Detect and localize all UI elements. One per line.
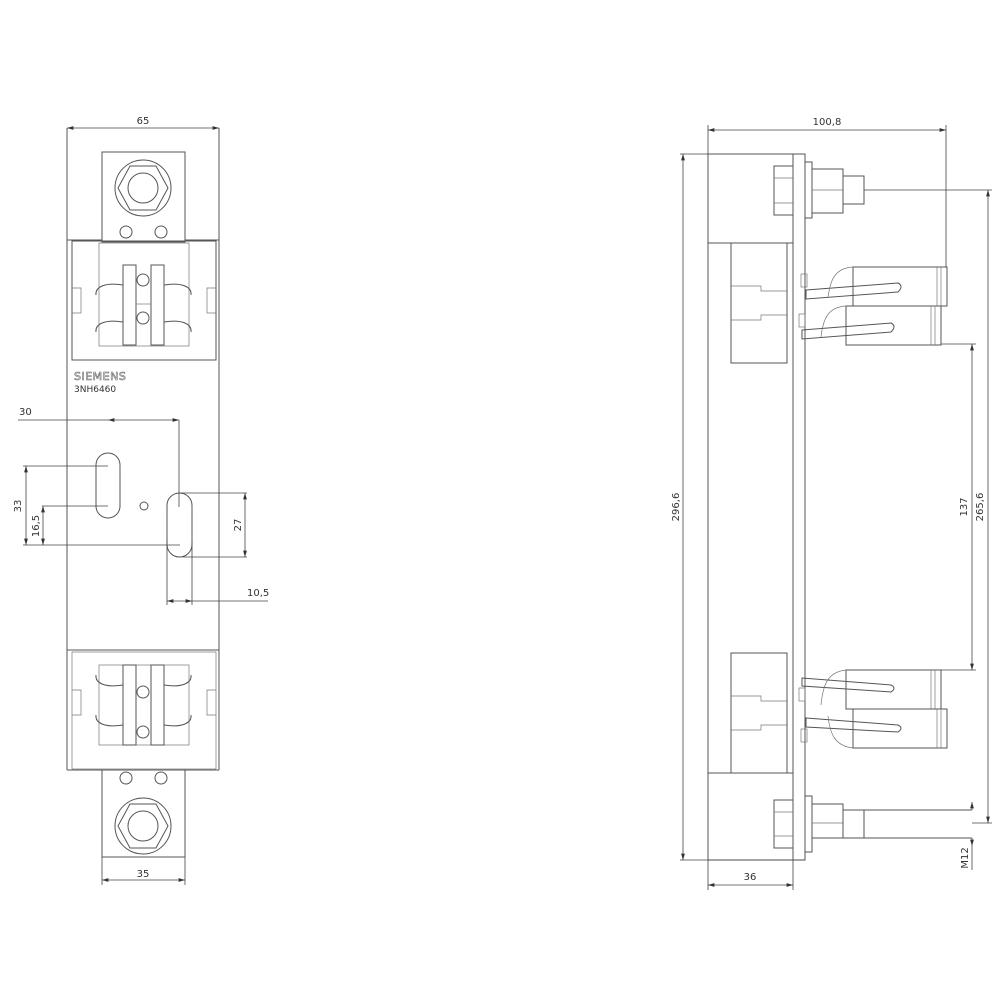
mounting-slot: [95, 452, 121, 519]
side-view: 100,8 296,6 137 265,6 M12 36: [671, 117, 992, 890]
top-terminal-block: [71, 240, 217, 361]
dim-slot-offset: 30: [19, 407, 32, 418]
dim-height: 296,6: [671, 493, 682, 522]
dim-base-depth: 36: [744, 872, 757, 883]
side-dimensions: 100,8 296,6 137 265,6 M12 36: [671, 117, 992, 890]
dim-slot-length: 27: [233, 519, 244, 532]
front-dimensions: 65 35 30 33 16,5 27 10,5: [13, 116, 269, 885]
bottom-terminal-block: [71, 651, 217, 770]
dim-contact-gap: 137: [959, 497, 970, 516]
top-contact-tab: [101, 151, 186, 243]
bottom-contact-tab: [101, 769, 186, 858]
top-bolt: [773, 161, 865, 219]
dim-width: 65: [137, 116, 150, 127]
dim-slot-width: 10,5: [247, 588, 269, 599]
dim-33: 33: [13, 500, 24, 513]
top-contacts: [798, 266, 948, 346]
model-label: 3NH6460: [74, 385, 116, 395]
dim-16-5: 16,5: [31, 515, 42, 537]
dim-tab-width: 35: [137, 869, 150, 880]
mounting-slot: [166, 492, 193, 558]
bottom-bolt: [773, 795, 972, 853]
dim-bolt-spacing: 265,6: [975, 493, 986, 522]
dim-thread: M12: [960, 847, 971, 868]
nut-washer-icon: [114, 159, 172, 217]
brand-logo: SIEMENS: [74, 370, 126, 383]
dim-depth: 100,8: [813, 117, 842, 128]
bottom-contacts: [798, 669, 948, 749]
front-view: SIEMENS 3NH6460 65: [13, 116, 269, 885]
